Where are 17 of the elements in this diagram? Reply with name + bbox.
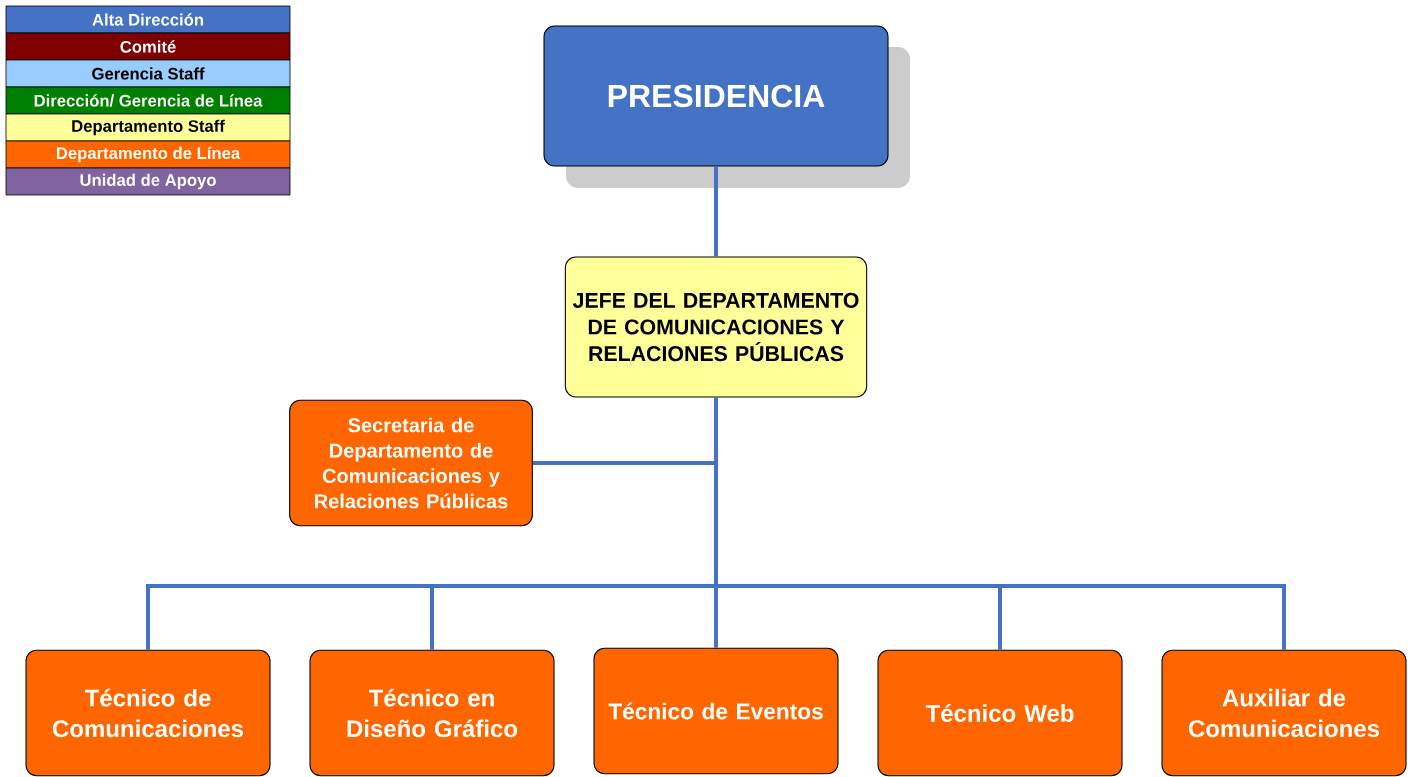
legend-label: Dirección/ Gerencia de Línea [34, 94, 263, 107]
department-head-box: JEFE DEL DEPARTAMENTO DE COMUNICACIONES Y RELACIONES PÚBLICAS [564, 256, 868, 398]
legend-label: Departamento de Línea [56, 146, 241, 163]
connector-line [714, 397, 1286, 650]
legend-label: Unidad de Apoyo [80, 173, 216, 190]
legend-label: Alta Dirección [92, 13, 203, 26]
legend-label: Comité [120, 40, 176, 53]
legend-label: Departamento Staff [72, 119, 225, 136]
position-box: Técnico de Eventos [593, 647, 839, 775]
position-box: Técnico en Diseño Gráfico [309, 649, 555, 777]
position-box: Técnico de Comunicaciones [25, 649, 271, 777]
position-box: Técnico Web [877, 649, 1123, 777]
position-box: Auxiliar de Comunicaciones [1161, 649, 1407, 777]
legend-label: Gerencia Staff [92, 67, 205, 80]
position-box: Secretaria de Departamento de Comunicaciones y Relaciones Públicas [289, 399, 533, 527]
connector-line [714, 166, 718, 257]
executive-box: PRESIDENCIA [543, 25, 889, 167]
